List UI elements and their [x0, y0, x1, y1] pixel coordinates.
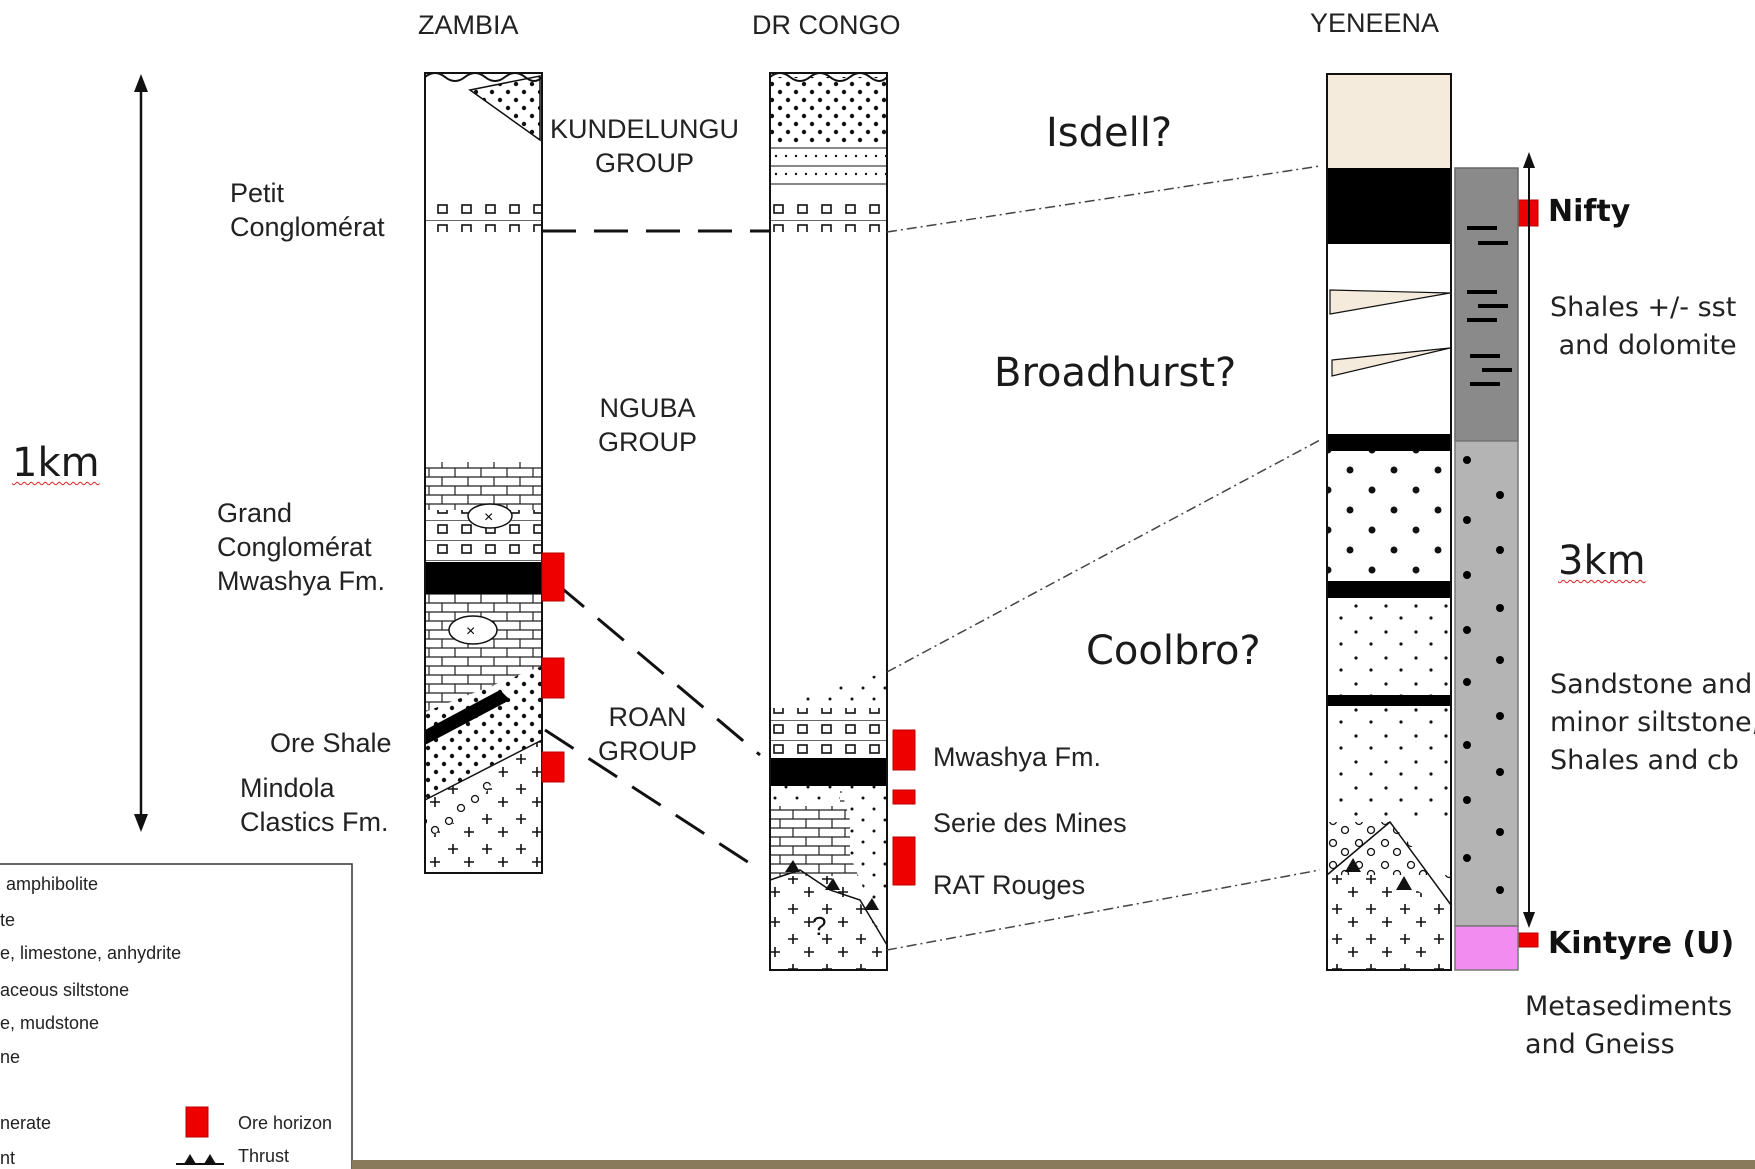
header-yeneena: YENEENA [1310, 8, 1440, 38]
label-grand-conglomerat: Grand Conglomérat Mwashya Fm. [217, 498, 386, 596]
svg-text:?: ? [812, 911, 826, 941]
label-nifty: Nifty [1548, 194, 1631, 229]
scale-label-1km: 1km [12, 440, 100, 486]
group-kundelungu: KUNDELUNGU GROUP [550, 114, 740, 178]
legend-item-5: e, mudstone [0, 1013, 100, 1033]
legend-box [0, 863, 353, 1169]
label-shales: Shales +/- sst and dolomite [1550, 292, 1737, 361]
legend-ore-horizon: Ore horizon [238, 1113, 333, 1133]
drc-column: ? [769, 72, 888, 971]
scale-arrow-3km [1523, 152, 1535, 928]
yeneena-column [1326, 73, 1452, 971]
scale-label-3km: 3km [1558, 538, 1646, 584]
label-broadhurst: Broadhurst? [994, 350, 1237, 396]
label-petit-conglomerat: Petit Conglomérat [230, 178, 385, 242]
legend-item-2: te [0, 910, 16, 930]
label-rat-rouges: RAT Rouges [933, 870, 1086, 900]
label-kintyre: Kintyre (U) [1548, 926, 1735, 961]
svg-text:×: × [484, 509, 493, 526]
legend-item-6: ne [0, 1047, 21, 1067]
label-metasediments: Metasediments and Gneiss [1525, 991, 1733, 1060]
legend-item-3: e, limestone, anhydrite [0, 943, 182, 963]
label-mwashya: Mwashya Fm. [933, 742, 1102, 772]
svg-text:×: × [466, 623, 475, 640]
header-zambia: ZAMBIA [418, 10, 519, 40]
zambia-drc-correlation [542, 229, 770, 872]
legend-item-1: amphibolite [6, 874, 99, 894]
label-mindola: Mindola Clastics Fm. [240, 773, 389, 837]
header-drc: DR CONGO [752, 10, 901, 40]
scale-arrow-1km [134, 74, 148, 832]
drc-yeneena-correlation [886, 165, 1321, 951]
legend-thrust: Thrust [238, 1146, 290, 1166]
legend-item-8: nt [0, 1148, 16, 1168]
yeneena-lithology-bar [1454, 167, 1519, 971]
label-serie-des-mines: Serie des Mines [933, 808, 1127, 838]
label-coolbro: Coolbro? [1086, 628, 1261, 674]
legend-item-4: aceous siltstone [0, 980, 130, 1000]
bottom-strip [352, 1160, 1755, 1169]
group-nguba: NGUBA GROUP [598, 393, 698, 457]
label-isdell: Isdell? [1046, 110, 1173, 156]
group-roan: ROAN GROUP [598, 702, 698, 766]
label-sandstone: Sandstone and minor siltstone, Shales an… [1550, 669, 1755, 776]
zambia-column: × × [424, 72, 543, 874]
legend-item-7: nerate [0, 1113, 52, 1133]
label-ore-shale: Ore Shale [270, 728, 392, 758]
